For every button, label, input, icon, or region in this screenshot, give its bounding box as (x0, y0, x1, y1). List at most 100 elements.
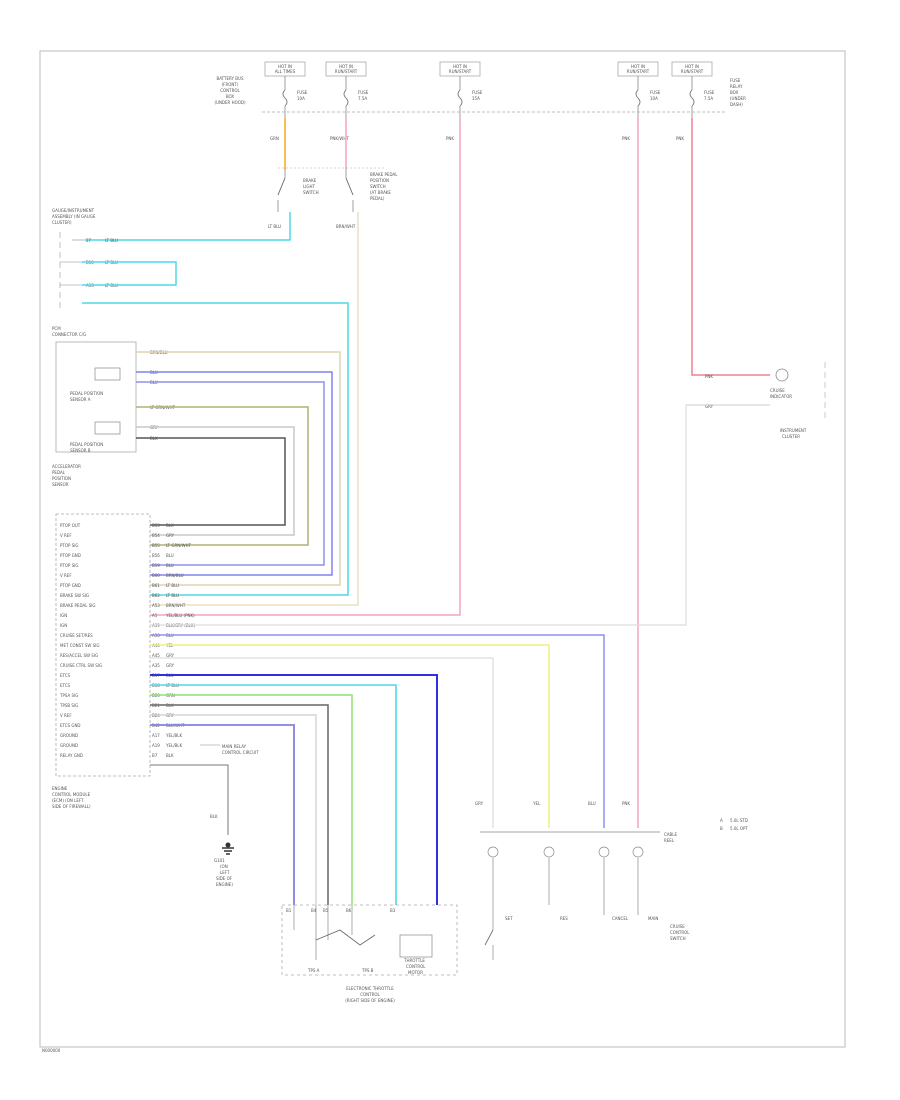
fuse-5-amps: 7.5A (704, 96, 713, 101)
ecm-row-pin: B62 (152, 593, 160, 598)
fuse-5-fuse-label: FUSE (704, 90, 715, 95)
brake-switch-assembly: BRAKE LIGHT SWITCH BRAKE PEDAL POSITION … (268, 167, 398, 229)
ecm-row-pin: A35 (152, 663, 160, 668)
fuse-1-box-label: (UNDER HOOD) (214, 100, 246, 105)
ecm-row-name: BRAKE PEDAL SIG (60, 603, 96, 608)
fuse-1-box-label: BATTERY BUS (217, 76, 244, 81)
indicator-wire-a: PNK (705, 374, 713, 379)
ecm-row-name: TPSB SIG (59, 703, 78, 708)
gauge-assembly: GAUGE/INSTRUMENT ASSEMBLY (IN GAUGE CLUS… (52, 208, 118, 310)
brake-switch-label: SWITCH (303, 190, 319, 195)
ecm-row-name: V REF (60, 573, 72, 578)
ecm-row-wire: GRY (166, 653, 175, 658)
fuse-2: HOT IN RUN/START FUSE 7.5A (325, 61, 369, 118)
fuse-4-amps: 10A (650, 96, 658, 101)
ecm-row-wire: BLU (166, 563, 174, 568)
ground-label: SIDE OF (216, 876, 233, 881)
ecm-row-name: PTOP SIG (60, 563, 79, 568)
ecm-row-name: ETCS (60, 683, 71, 688)
fuse-4-fuse-label: FUSE (650, 90, 661, 95)
ecm-row-name: V REF (60, 533, 72, 538)
ecm-row-name: RES/ACCEL SW SIG (60, 653, 98, 658)
fuse-3-hot-sub: RUN/START (449, 69, 472, 74)
cruise-control-switch: GRY YEL BLU PNK CABLE REEL SET RES CANCE… (475, 801, 748, 960)
ecm-row-wire: BLK (166, 753, 174, 758)
fuse-2-hot-sub: RUN/START (335, 69, 358, 74)
ecm-row-pin: B7 (152, 753, 158, 758)
ecm-row-name: RELAY GND (60, 753, 83, 758)
ecm-caption: ENGINE (52, 786, 68, 791)
ecm-row-name: CRUISE SET/RES (60, 633, 93, 638)
fuse-5: HOT IN RUN/START FUSE RELAY BOX (UNDER D… (671, 61, 746, 118)
fuse-1-box-label: (FRONT) (222, 82, 239, 87)
throttle-pin: B1 (286, 908, 292, 913)
ecm-row-wire: BRN/WHT (166, 603, 186, 608)
switch-wire-a-label: LT BLU (268, 224, 281, 229)
wire-label-f4: PNK (622, 136, 630, 141)
wire-pedal-blu-1 (136, 371, 333, 576)
ecm-row-wire: LT BLU (166, 593, 179, 598)
fuse-1-box-label: BOX (226, 94, 235, 99)
fuse-4-hot-sub: RUN/START (627, 69, 650, 74)
wire-ecm-gray-to-ref (150, 405, 687, 626)
ecm-caption: (ECM) (ON LEFT (52, 798, 84, 803)
fuse-1: HOT IN ALL TIMES BATTERY BUS (FRONT) CON… (214, 61, 308, 118)
indicator-wire-b: GRY (705, 404, 714, 409)
wire-ecm-yel-cruise (150, 644, 550, 828)
gauge-title: CLUSTER) (52, 220, 72, 225)
wire-pedal-lt-grn (136, 406, 309, 546)
cruise-legend-text: 5.0L OPT (730, 826, 748, 831)
cruise-switch-label: MAIN (648, 916, 658, 921)
gauge-title: GAUGE/INSTRUMENT (52, 208, 95, 213)
brake-switch-label: BRAKE (303, 178, 317, 183)
ecm-row-wire: BLU (166, 553, 174, 558)
fuse-2-amps: 7.5A (358, 96, 367, 101)
wire-ecm-tpsb (150, 704, 329, 905)
wire-ecm-vref (150, 714, 317, 905)
ecm-row-name: MET CONST SW SIG (60, 643, 99, 648)
fuse-4: HOT IN RUN/START FUSE 10A (617, 61, 661, 118)
ecm-row-pin: B55 (152, 543, 160, 548)
cruise-wire-label: GRY (475, 801, 484, 806)
fuse-1-fuse-label: FUSE (297, 90, 308, 95)
brake-pedal-switch-label: PEDAL) (370, 196, 385, 201)
cruise-switch-label: RES (560, 916, 568, 921)
fuse-3-hot-label: HOT IN (453, 64, 467, 69)
ecm-caption: CONTROL MODULE (52, 792, 91, 797)
wire-cyan-gauge-to-ecm (82, 302, 349, 596)
wire-ecm-etcs-gnd (150, 724, 295, 905)
throttle-motor-label: THROTTLE (403, 958, 425, 963)
throttle-tps-b-label: TPS B (361, 968, 374, 973)
gauge-title: ASSEMBLY (IN GAUGE (52, 214, 96, 219)
fuse-5-hot-label: HOT IN (685, 64, 699, 69)
ecm-row-wire: BLK (166, 523, 174, 528)
fuse-1-hot-sub: ALL TIMES (275, 69, 296, 74)
wire-label-f2: PNK/WHT (330, 136, 349, 141)
ecm-row-name: GROUND (60, 743, 78, 748)
brake-pedal-switch-label: (AT BRAKE (370, 190, 391, 195)
wire-pedal-brn-blu (136, 351, 341, 586)
wire-cyan-brake-to-gauge (85, 212, 291, 241)
gauge-wire: LT BLU (105, 238, 118, 243)
wire-ecm-relay-gnd (150, 764, 229, 835)
throttle-pin: B5 (323, 908, 329, 913)
throttle-pin: B4 (311, 908, 317, 913)
ecm-row-name: CRUISE CTRL SW SIG (60, 663, 102, 668)
cruise-wire-label: YEL (532, 801, 541, 806)
brake-pedal-switch-label: BRAKE PEDAL (370, 172, 398, 177)
cruise-wire-label: BLU (588, 801, 596, 806)
wire-pedal-gry (136, 426, 295, 536)
diagram-border (39, 50, 846, 1048)
ground-label: (ON (220, 864, 228, 869)
wire-pedal-blu-2 (136, 381, 325, 566)
fuse-5-box-label: FUSE (730, 78, 741, 83)
cruise-caption: CONTROL (670, 930, 690, 935)
ecm-row-name: ETCS GND (60, 723, 81, 728)
throttle-caption: ELECTRONIC THROTTLE (346, 986, 394, 991)
fuse-3: HOT IN RUN/START FUSE 15A (439, 61, 483, 118)
cruise-note: REEL (664, 838, 675, 843)
wire-ecm-etcs-blu (150, 674, 438, 905)
cruise-switch-label: SET (505, 916, 513, 921)
